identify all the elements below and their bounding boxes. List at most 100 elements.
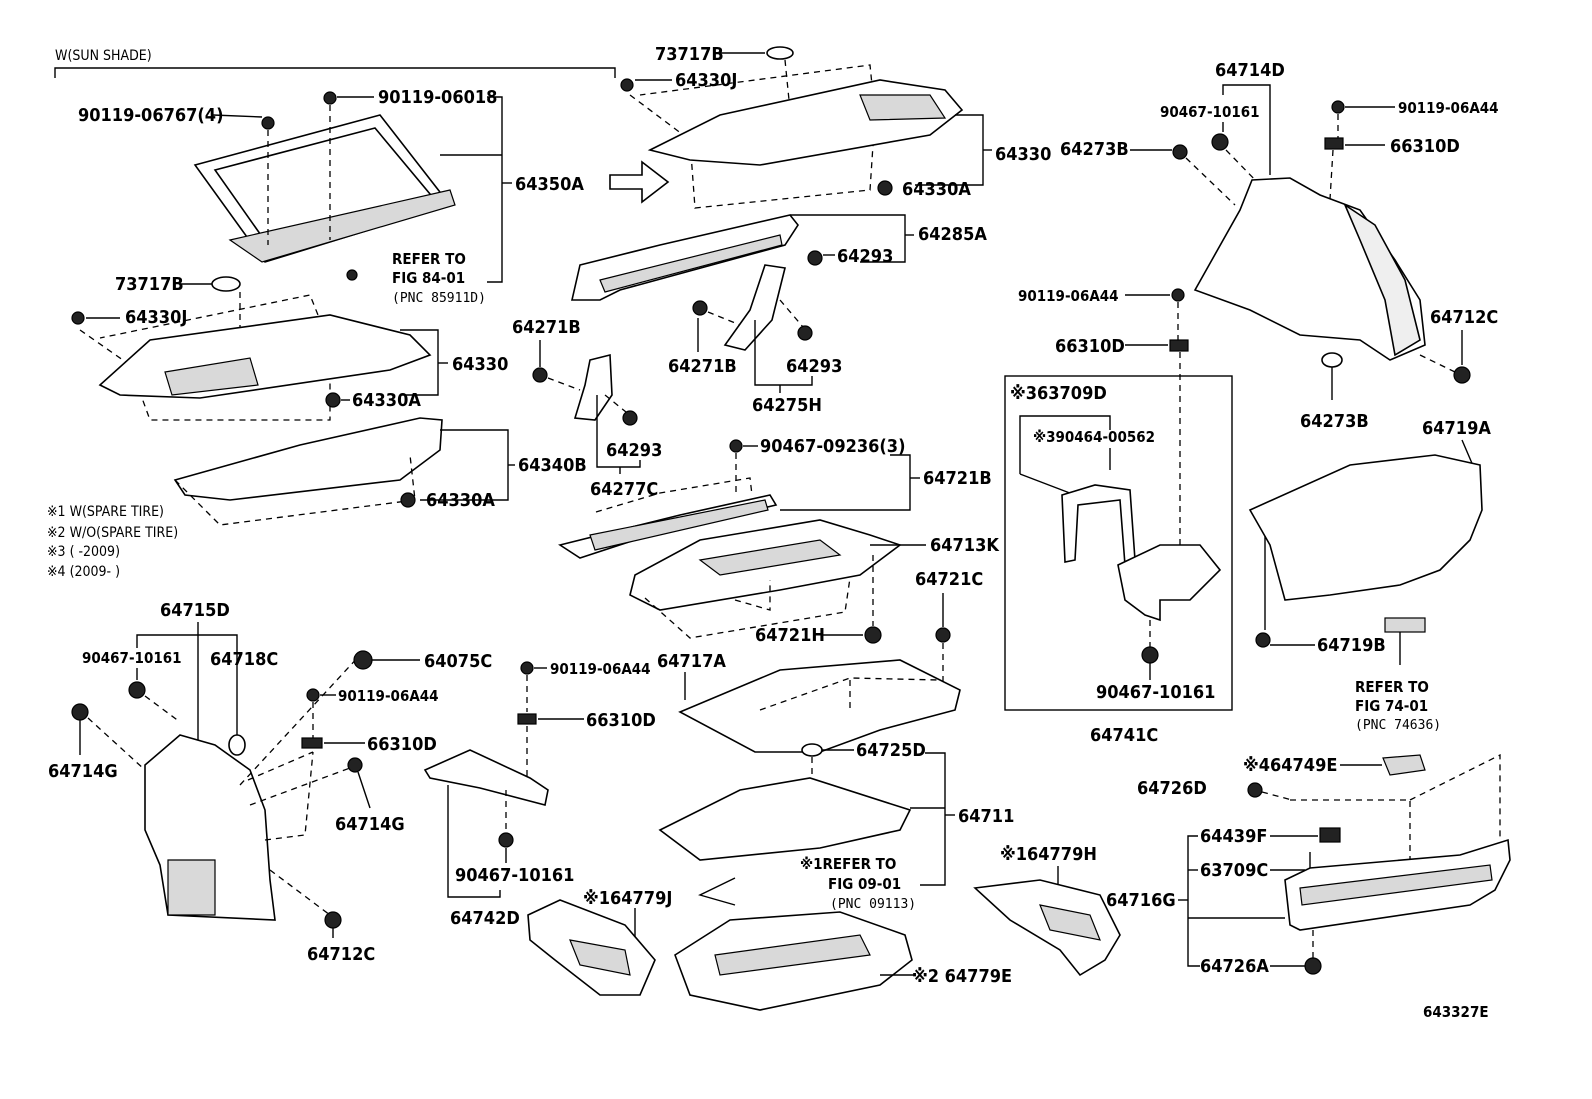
- refer-09-line1: ※1REFER TO: [800, 855, 896, 873]
- screw-icon: [1171, 288, 1185, 302]
- bolt-icon: [261, 116, 275, 130]
- label-73717B-top: 73717B: [655, 44, 724, 65]
- clip-icon: [877, 180, 893, 196]
- label-64277C: 64277C: [590, 479, 658, 500]
- package-tray-left: 73717B 64330J 64330 64330A: [71, 274, 508, 421]
- clip-icon: [228, 734, 246, 756]
- label-64330-left: 64330: [452, 354, 508, 375]
- label-90119-06A44-c: 90119-06A44: [1398, 99, 1499, 117]
- clip-icon: [692, 300, 708, 316]
- label-64275H: 64275H: [752, 395, 822, 416]
- clip-icon: [71, 703, 89, 721]
- label-64330A-left2: 64330A: [426, 490, 495, 511]
- label-64726A: 64726A: [1200, 956, 1269, 977]
- floor-mat-64711: 64725D 64711 ※1REFER TO FIG 09-01 (PNC 0…: [658, 740, 1014, 912]
- legend: ※1 W(SPARE TIRE) ※2 W/O(SPARE TIRE) ※3 (…: [47, 504, 178, 580]
- handle-icon: [1384, 617, 1426, 633]
- clip-icon: [128, 681, 146, 699]
- clip-icon: [346, 269, 358, 281]
- label-64293-c: 64293: [606, 440, 662, 461]
- screw-icon: [71, 311, 85, 325]
- clip-icon: [1319, 827, 1341, 843]
- quarter-trim-right: 64714D 90467-10161 64273B 90119-06A44 66…: [1018, 60, 1499, 580]
- direction-arrow-icon: [609, 160, 670, 204]
- label-64718C: 64718C: [210, 649, 278, 670]
- screw-icon: [1331, 100, 1345, 114]
- label-90119-06A44-a: 90119-06A44: [338, 687, 439, 705]
- label-64330A-left1: 64330A: [352, 390, 421, 411]
- label-90464-00562: ※390464-00562: [1033, 428, 1155, 446]
- label-64741C: 64741C: [1090, 725, 1158, 746]
- label-64285A: 64285A: [918, 224, 987, 245]
- refer-09-line2: FIG 09-01: [828, 875, 901, 893]
- label-64714G-a: 64714G: [48, 761, 118, 782]
- clip-icon: [729, 439, 743, 453]
- clip-icon: [532, 367, 548, 383]
- legend-4: ※4 (2009- ): [47, 564, 120, 580]
- label-90119-06A44-d: 90119-06A44: [1018, 287, 1119, 305]
- label-64330A-top: 64330A: [902, 179, 971, 200]
- mat-64717A: 64717A: [657, 651, 961, 753]
- bolt-icon: [323, 91, 337, 105]
- label-90467-09236: 90467-09236(3): [760, 436, 905, 457]
- label-73717B-left: 73717B: [115, 274, 184, 295]
- nut-icon: [301, 737, 323, 749]
- label-64719B: 64719B: [1317, 635, 1386, 656]
- label-64779E: ※2 64779E: [912, 966, 1012, 987]
- refer-74-line3: (PNC 74636): [1355, 718, 1441, 733]
- label-64273B-a: 64273B: [1060, 139, 1129, 160]
- label-64714D: 64714D: [1215, 60, 1285, 81]
- clip-icon: [1255, 632, 1271, 648]
- label-63709C: 63709C: [1200, 860, 1268, 881]
- label-64271B-b: 64271B: [668, 356, 737, 377]
- legend-1: ※1 W(SPARE TIRE): [47, 504, 164, 520]
- floor-board-64713K: 90467-09236(3) 64721B 64713K 64721H 6472…: [558, 436, 1000, 688]
- label-90467-10161-b: 90467-10161: [455, 865, 574, 886]
- legend-2: ※2 W/O(SPARE TIRE): [47, 525, 178, 541]
- label-64350A: 64350A: [515, 174, 584, 195]
- label-66310D-b: 66310D: [586, 710, 656, 731]
- label-90467-10161-d: 90467-10161: [1096, 682, 1215, 703]
- clip-icon: [1304, 957, 1322, 975]
- clip-icon: [1321, 352, 1343, 368]
- label-64712C-a: 64712C: [307, 944, 375, 965]
- label-90119-06A44-b: 90119-06A44: [550, 660, 651, 678]
- nut-icon: [1324, 137, 1344, 150]
- label-66310D-c: 66310D: [1390, 136, 1460, 157]
- label-64713K: 64713K: [930, 535, 1000, 556]
- label-64271B-a: 64271B: [512, 317, 581, 338]
- label-90119-06018: 90119-06018: [378, 87, 497, 108]
- label-90467-10161-c: 90467-10161: [1160, 103, 1260, 121]
- clip-icon: [864, 626, 882, 644]
- label-64075C: 64075C: [424, 651, 492, 672]
- sunshade-assembly: 90119-06767(4) 90119-06018 64350A REFER …: [78, 87, 584, 306]
- cover-icon: [211, 276, 241, 292]
- refer-09-line3: (PNC 09113): [830, 897, 916, 912]
- label-64714G-b: 64714G: [335, 814, 405, 835]
- label-66310D-a: 66310D: [367, 734, 437, 755]
- foam-blocks: ※164779J ※2 64779E ※164779H: [527, 844, 1121, 1011]
- label-66310D-d: 66310D: [1055, 336, 1125, 357]
- label-64330J-top: 64330J: [675, 70, 737, 91]
- label-64779H: ※164779H: [1000, 844, 1097, 865]
- clip-icon: [797, 325, 813, 341]
- label-90467-10161-a: 90467-10161: [82, 649, 182, 667]
- label-64721C: 64721C: [915, 569, 983, 590]
- trim-64285A: 64285A 64293: [570, 214, 987, 301]
- label-64725D: 64725D: [856, 740, 926, 761]
- clip-icon: [622, 410, 638, 426]
- screw-icon: [306, 688, 320, 702]
- brackets-64275H-64277C: 64271B 64293 64275H 64271B 64293 64277C: [512, 264, 842, 500]
- legend-3: ※3 ( -2009): [47, 544, 120, 560]
- cover-icon: [766, 46, 794, 60]
- hook-icon: [801, 743, 823, 757]
- refer-84-line3: (PNC 85911D): [392, 291, 486, 306]
- label-64719A: 64719A: [1422, 418, 1491, 439]
- box-64741C: ※363709D ※390464-00562 90467-10161 64741…: [1004, 375, 1233, 746]
- label-64721H: 64721H: [755, 625, 825, 646]
- label-64711: 64711: [958, 806, 1014, 827]
- label-64712C-b: 64712C: [1430, 307, 1498, 328]
- clip-icon: [807, 250, 823, 266]
- figure-code: 643327E: [1423, 1003, 1489, 1021]
